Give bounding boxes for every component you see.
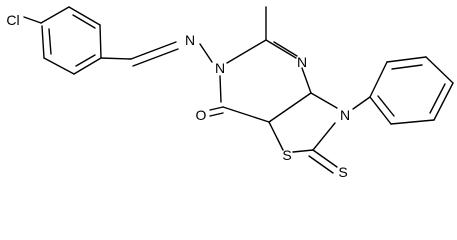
chemical-structure-diagram: Cl N N N N O S S <box>6 6 454 180</box>
atom-label-n3: N <box>340 107 350 123</box>
atom-label-n6: N <box>215 60 225 76</box>
bond-lines <box>23 6 454 174</box>
atom-label-s1: S <box>282 147 291 163</box>
atom-label-n4: N <box>297 54 307 70</box>
atom-label-cl: Cl <box>6 12 19 28</box>
atom-label-s-thione: S <box>338 164 347 180</box>
atom-labels: Cl N N N N O S S <box>6 12 350 180</box>
atom-label-n-imine: N <box>185 32 195 48</box>
atom-label-o7: O <box>196 107 207 123</box>
